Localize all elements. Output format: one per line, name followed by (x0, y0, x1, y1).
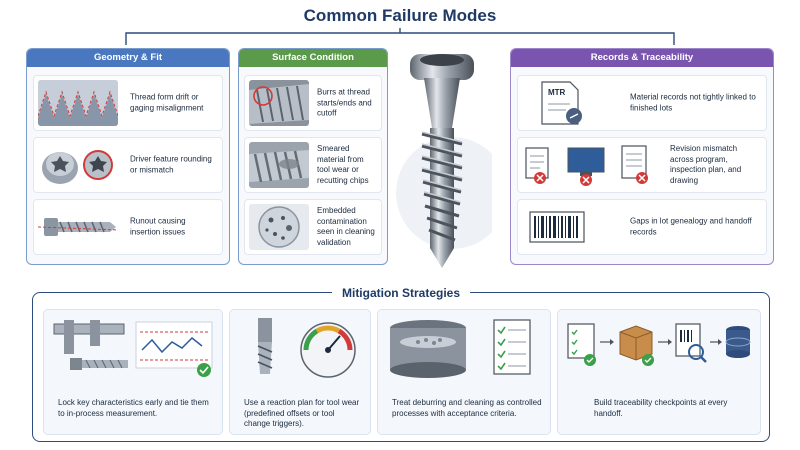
mtr-label: MTR (548, 88, 566, 97)
mtr-document-icon: MTR (522, 80, 592, 126)
tool-gauge-icon (236, 316, 364, 380)
surface-item-burrs-text: Burrs at thread starts/ends and cutoff (317, 87, 372, 118)
revision-mismatch-icons (522, 142, 662, 188)
mitigation-panel: Mitigation Strategies Lock key character… (32, 286, 770, 442)
records-item-material-text: Material records not tightly linked to f… (630, 92, 756, 113)
records-item-revision: Revision mismatch across program, inspec… (517, 137, 767, 193)
smeared-material-image (249, 142, 309, 188)
mitigation-card-traceability: Build traceability checkpoints at every … (557, 309, 761, 435)
mitigation-title: Mitigation Strategies (331, 286, 470, 300)
geometry-panel-header: Geometry & Fit (27, 49, 229, 67)
mitigation-card-tool-wear-text: Use a reaction plan for tool wear (prede… (244, 398, 360, 428)
tumbler-checklist-icon (384, 316, 544, 380)
geometry-item-runout-text: Runout causing insertion issues (130, 216, 186, 237)
thread-gage-image (38, 80, 118, 126)
runout-screw-image (38, 204, 118, 250)
caliper-chart-icon (50, 316, 216, 380)
records-panel-header: Records & Traceability (511, 49, 773, 67)
mitigation-card-measurement-text: Lock key characteristics early and tie t… (58, 398, 209, 418)
geometry-item-thread-text: Thread form drift or gaging misalignment (130, 92, 204, 113)
title-bracket (125, 28, 675, 45)
surface-item-smeared-text: Smeared material from tool wear or recut… (317, 144, 369, 185)
mitigation-card-traceability-text: Build traceability checkpoints at every … (594, 398, 728, 418)
surface-item-burrs: Burrs at thread starts/ends and cutoff (244, 75, 382, 131)
surface-panel: Surface Condition Burrs at thread starts… (238, 48, 388, 265)
geometry-panel: Geometry & Fit Thread form drift or gagi… (26, 48, 230, 265)
geometry-item-driver-text: Driver feature rounding or mismatch (130, 154, 212, 175)
bone-screw-illustration (396, 54, 492, 268)
contamination-image (249, 204, 309, 250)
mitigation-card-deburring-text: Treat deburring and cleaning as controll… (392, 398, 542, 418)
mitigation-card-measurement: Lock key characteristics early and tie t… (43, 309, 223, 435)
mitigation-card-tool-wear: Use a reaction plan for tool wear (prede… (229, 309, 371, 435)
burr-image (249, 80, 309, 126)
geometry-item-runout: Runout causing insertion issues (33, 199, 223, 255)
records-item-material: MTR Material records not tightly linked … (517, 75, 767, 131)
driver-feature-image (38, 142, 118, 188)
records-item-revision-text: Revision mismatch across program, inspec… (670, 144, 742, 185)
geometry-item-thread: Thread form drift or gaging misalignment (33, 75, 223, 131)
surface-item-smeared: Smeared material from tool wear or recut… (244, 137, 382, 193)
records-item-genealogy-text: Gaps in lot genealogy and handoff record… (630, 216, 752, 237)
surface-item-contamination: Embedded contamination seen in cleaning … (244, 199, 382, 255)
surface-panel-header: Surface Condition (239, 49, 387, 67)
records-item-genealogy: Gaps in lot genealogy and handoff record… (517, 199, 767, 255)
barcode-icon (522, 204, 592, 250)
surface-item-contamination-text: Embedded contamination seen in cleaning … (317, 206, 375, 247)
records-panel: Records & Traceability MTR Material reco… (510, 48, 774, 265)
traceability-flow-icon (564, 316, 754, 380)
page-title: Common Failure Modes (303, 6, 497, 25)
mitigation-card-deburring: Treat deburring and cleaning as controll… (377, 309, 551, 435)
geometry-item-driver: Driver feature rounding or mismatch (33, 137, 223, 193)
